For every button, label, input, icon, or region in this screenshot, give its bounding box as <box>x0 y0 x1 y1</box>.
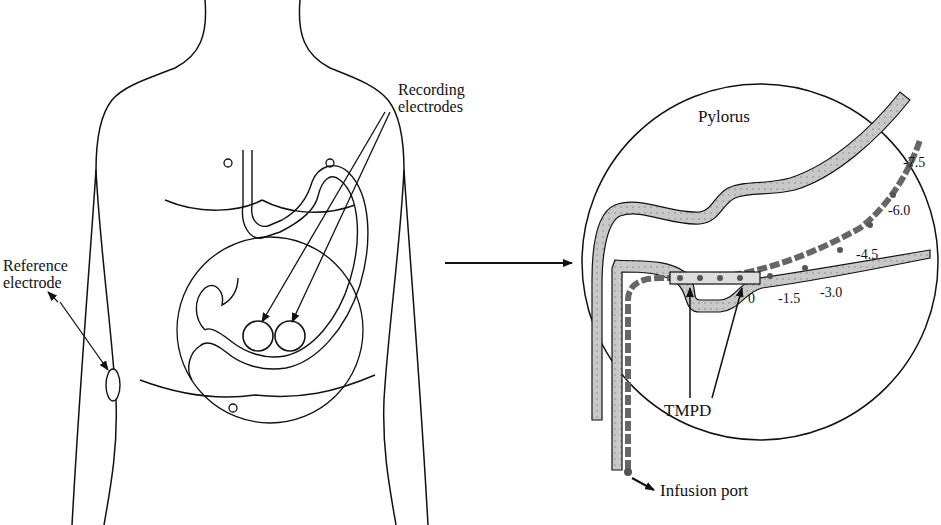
distance-number: 0 <box>748 292 755 307</box>
recording-electrode <box>275 321 305 351</box>
stomach-outline <box>189 150 368 380</box>
distance-number: -7.5 <box>903 156 925 171</box>
torso-outline <box>72 0 428 525</box>
electrode-label: Reference electrode <box>3 258 103 292</box>
distance-number: -3.0 <box>820 286 842 301</box>
part-name: Infusion port <box>660 482 748 500</box>
recording-electrode <box>243 321 273 351</box>
distance-number: -6.0 <box>888 204 910 219</box>
distance-number: -1.5 <box>778 292 800 307</box>
electrode-label: Recording electrodes <box>398 82 498 116</box>
part-name: Pylorus <box>698 108 750 126</box>
sensor-dots <box>624 162 913 476</box>
reference-electrode <box>106 369 120 401</box>
pylorus-duodenum <box>592 92 930 470</box>
distance-number: -4.5 <box>856 248 878 263</box>
magnifier-circle <box>177 237 363 423</box>
part-name: TMPD <box>664 402 711 420</box>
